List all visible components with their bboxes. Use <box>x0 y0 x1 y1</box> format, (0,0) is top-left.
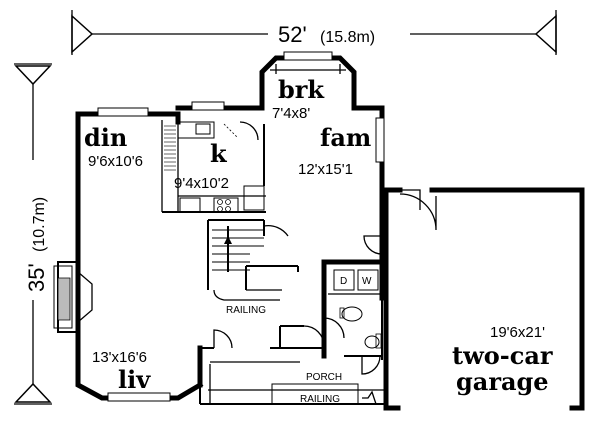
interior-walls <box>200 259 385 360</box>
garage-name-line2: garage <box>456 367 549 396</box>
stair-railing-label: RAILING <box>226 305 266 316</box>
family-name: fam <box>320 123 371 152</box>
garage-size: 19'6x21' <box>490 324 545 341</box>
washer-label: W <box>362 276 372 287</box>
depth-label: 35' <box>24 263 49 292</box>
living-name: liv <box>118 365 151 394</box>
porch-railing-label: RAILING <box>300 394 340 405</box>
windows <box>97 51 385 402</box>
kitchen-name: k <box>210 139 228 168</box>
family-size: 12'x15'1 <box>298 161 353 178</box>
porch-label: PORCH <box>306 372 342 383</box>
breakfast-name: brk <box>278 75 325 104</box>
dining-size: 9'6x10'6 <box>88 153 143 170</box>
width-metric-label: (15.8m) <box>320 29 375 46</box>
depth-dimension: 35' (10.7m) <box>14 63 52 405</box>
dining-name: din <box>84 123 127 152</box>
garage-walls <box>383 187 585 411</box>
porch: PORCH RAILING <box>199 356 386 405</box>
kitchen-area <box>161 120 266 213</box>
room-labels: brk 7'4x8' din 9'6x10'6 k 9'4x10'2 fam 1… <box>84 75 553 396</box>
breakfast-size: 7'4x8' <box>272 105 310 122</box>
garage-name-line1: two-car <box>452 341 553 370</box>
stairs: RAILING <box>207 219 299 316</box>
dryer-label: D <box>340 276 347 287</box>
fireplace <box>53 261 93 333</box>
laundry: D W <box>328 269 382 349</box>
breakfast-bay <box>270 64 346 74</box>
width-dimension: 52' (15.8m) <box>71 10 557 55</box>
depth-metric-label: (10.7m) <box>31 197 48 252</box>
width-label: 52' <box>278 22 307 47</box>
kitchen-size: 9'4x10'2 <box>174 175 229 192</box>
living-size: 13'x16'6 <box>92 349 147 366</box>
